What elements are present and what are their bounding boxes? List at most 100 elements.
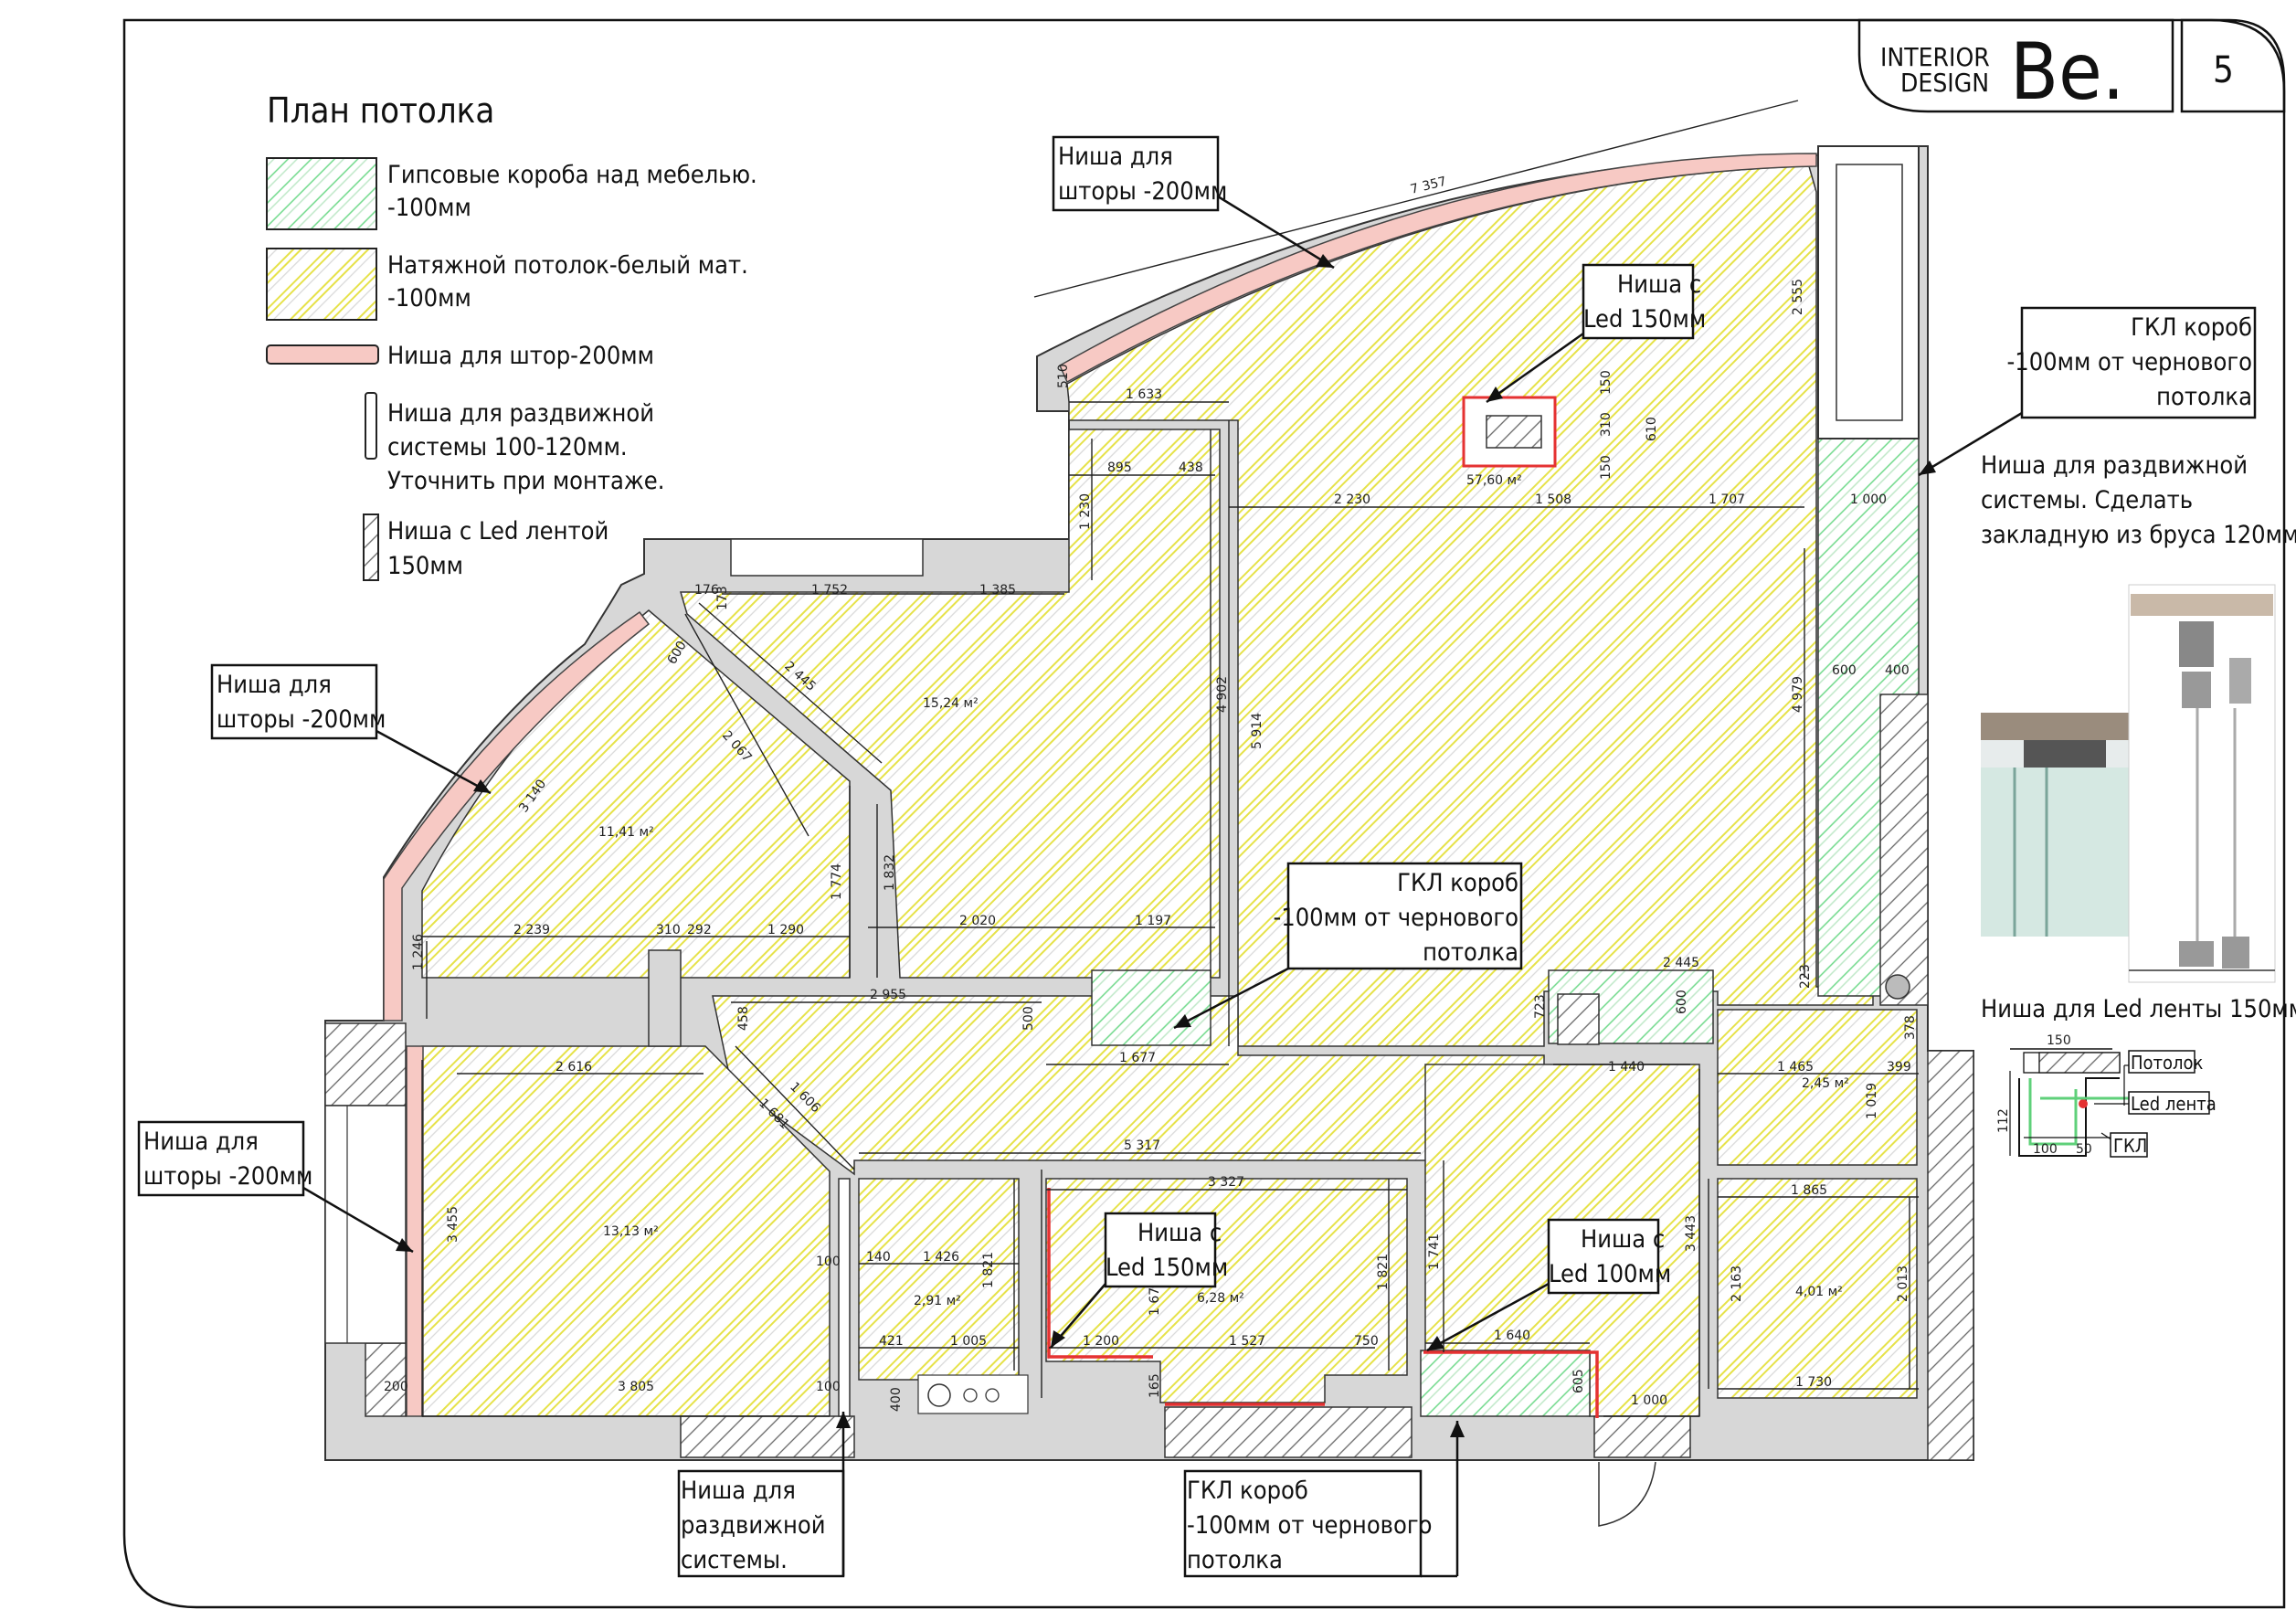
legend-stretch-line1: Натяжной потолок-белый мат. (387, 251, 748, 280)
callout-curtain-left-l2: шторы -200мм (217, 705, 386, 734)
dim-165: 165 (1148, 1373, 1162, 1398)
side-notes: Ниша для раздвижной системы. Сделать зак… (1981, 451, 2296, 1023)
dim-600c: 600 (1675, 990, 1689, 1014)
callout-gkl-bottom-l2: -100мм от чернового (1187, 1511, 1432, 1540)
dim-2020: 2 020 (959, 914, 996, 928)
wall-block-left-bottom (365, 1342, 407, 1417)
wall-block-bottom-2 (1164, 1406, 1413, 1458)
callout-gkl-right-l1: ГКЛ короб (2131, 313, 2252, 342)
dim-4902: 4 902 (1215, 676, 1230, 713)
wall-right-hatched (1879, 694, 1929, 1006)
dim-458: 458 (736, 1006, 751, 1031)
dim-150b: 150 (1599, 455, 1614, 480)
callout-curtain-top-l1: Ниша для (1058, 143, 1173, 171)
callout-led150-l2: Led 150мм (1106, 1254, 1228, 1282)
led-detail-112: 112 (1996, 1108, 2011, 1133)
dim-1741: 1 741 (1427, 1234, 1442, 1270)
sliding-note-l2: системы. Сделать (1981, 486, 2193, 514)
legend: Гипсовые короба над мебелью. -100мм Натя… (266, 157, 757, 581)
sliding-niche-1 (838, 1178, 851, 1417)
gkl-box-center (1091, 969, 1211, 1046)
logo-line2: DESIGN (1900, 68, 1989, 98)
callout-curtain-bottom-l2: шторы -200мм (143, 1162, 312, 1191)
dim-7357: 7 357 (1409, 175, 1448, 197)
legend-swatch-stretch (266, 248, 377, 321)
callout-gkl-center-l3: потолка (1423, 938, 1518, 967)
dim-100b: 100 (816, 1380, 841, 1394)
area-245: 2,45 м² (1802, 1076, 1849, 1091)
zone-room-291 (858, 1178, 1020, 1381)
legend-swatch-sliding (365, 392, 377, 460)
logo: INTERIOR DESIGN Be. (1857, 18, 2174, 118)
dim-4979: 4 979 (1791, 676, 1805, 713)
dim-2013: 2 013 (1896, 1265, 1910, 1302)
dim-1774: 1 774 (830, 863, 844, 900)
legend-swatch-led (363, 514, 379, 581)
legend-curtain-line1: Ниша для штор-200мм (387, 342, 654, 370)
callout-led-top-l2: Led 150мм (1583, 305, 1706, 334)
dim-1752: 1 752 (811, 583, 848, 598)
led-detail-ceiling: Потолок (2131, 1052, 2204, 1074)
callout-curtain-bottom-l1: Ниша для (143, 1128, 259, 1156)
dim-1246: 1 246 (411, 934, 426, 970)
led-line-628 (1047, 1188, 1153, 1359)
dim-150a: 150 (1599, 370, 1614, 395)
dim-1730: 1 730 (1795, 1375, 1832, 1390)
dim-3455: 3 455 (446, 1206, 460, 1243)
callout-led100-l1: Ниша с (1581, 1225, 1665, 1254)
dim-895: 895 (1107, 461, 1132, 475)
callout-gkl-right-l2: -100мм от чернового (2007, 348, 2252, 376)
legend-swatch-curtain (266, 344, 379, 365)
dim-1290: 1 290 (767, 923, 804, 937)
dim-1197: 1 197 (1135, 914, 1171, 928)
legend-sliding-line1: Ниша для раздвижной (387, 399, 654, 428)
legend-led-line1: Ниша с Led лентой (387, 517, 608, 545)
dim-1640: 1 640 (1494, 1329, 1530, 1343)
led-detail-led: Led лента (2131, 1093, 2217, 1115)
dim-1000b: 1 000 (1631, 1393, 1667, 1408)
dim-438: 438 (1179, 461, 1203, 475)
wall-block-bottom (680, 1415, 855, 1458)
led-note-l1: Ниша для Led ленты 150мм: (1981, 995, 2296, 1023)
dim-378: 378 (1903, 1015, 1918, 1040)
floor-plan (324, 145, 1974, 1527)
dim-2445b: 2 445 (1663, 956, 1699, 970)
led-detail-50: 50 (2076, 1142, 2092, 1157)
dim-600b: 600 (1832, 663, 1857, 678)
zone-room-401 (1717, 1178, 1918, 1399)
dim-3327: 3 327 (1208, 1175, 1244, 1190)
dim-2239: 2 239 (513, 923, 550, 937)
dim-1865: 1 865 (1791, 1183, 1827, 1198)
dim-310b: 310 (656, 923, 681, 937)
dim-173: 173 (715, 586, 730, 610)
dim-2230: 2 230 (1334, 492, 1370, 507)
led-detail-100: 100 (2033, 1142, 2058, 1157)
dim-1426: 1 426 (923, 1250, 959, 1265)
gkl-box-bottom (1420, 1350, 1591, 1417)
area-1313: 13,13 м² (603, 1224, 659, 1239)
page-number: 5 (2213, 49, 2234, 91)
led-line-hall (1423, 1350, 1599, 1418)
wall-block-left (324, 1022, 407, 1106)
dim-510: 510 (1056, 364, 1071, 388)
legend-gypsum-line2: -100мм (387, 194, 471, 222)
dim-3443: 3 443 (1684, 1215, 1698, 1252)
dim-2955: 2 955 (870, 988, 906, 1002)
callout-led100-l2: Led 100мм (1549, 1260, 1671, 1288)
column-hall (1557, 993, 1600, 1045)
dim-176: 176 (694, 583, 719, 598)
callout-gkl-center-l2: -100мм от чернового (1274, 904, 1518, 932)
legend-stretch-line2: -100мм (387, 284, 471, 312)
legend-led-line2: 150мм (387, 552, 463, 580)
callout-gkl-bottom-l1: ГКЛ короб (1187, 1477, 1308, 1505)
dim-1385: 1 385 (979, 583, 1016, 598)
callout-texts: Ниша для шторы -200мм Ниша для шторы -20… (143, 143, 2252, 1574)
wall-block-right-bottom (1927, 1050, 1974, 1461)
logo-line1: INTERIOR (1880, 42, 1990, 72)
dim-1230: 1 230 (1078, 493, 1093, 530)
curtain-niche-top (1059, 153, 1817, 384)
dim-400b: 400 (889, 1387, 904, 1412)
riser-symbol (1885, 974, 1910, 1000)
callout-arrowheads (396, 254, 1936, 1437)
dim-292: 292 (687, 923, 712, 937)
